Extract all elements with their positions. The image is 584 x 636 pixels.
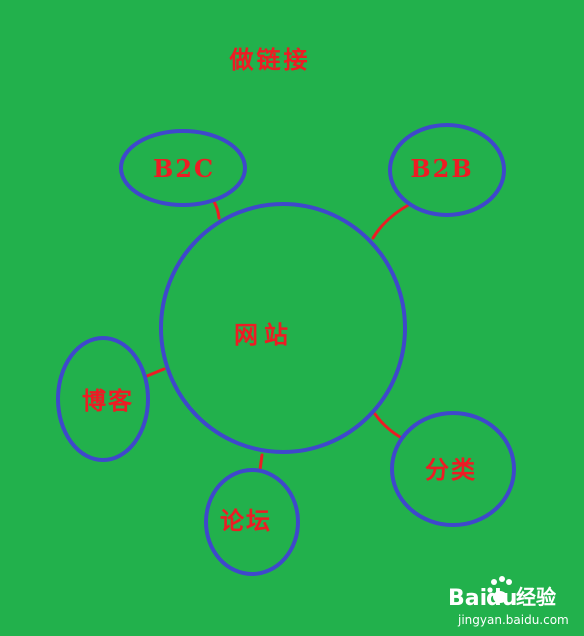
connector-category bbox=[373, 412, 402, 439]
node-blog-ellipse bbox=[56, 336, 150, 462]
hub-label: 网站 bbox=[234, 320, 294, 349]
node-blog-label: 博客 bbox=[82, 386, 134, 415]
watermark-brand-suffix: du bbox=[486, 586, 517, 611]
connector-forum bbox=[258, 453, 264, 472]
connector-blog bbox=[145, 367, 166, 378]
watermark-brand-cn: 经验 bbox=[516, 585, 556, 609]
node-forum-label: 论坛 bbox=[220, 506, 272, 535]
node-category-label: 分类 bbox=[425, 455, 477, 484]
node-b2b-label: B2B bbox=[410, 154, 473, 183]
watermark-url: jingyan.baidu.com bbox=[457, 613, 569, 627]
connector-b2c bbox=[211, 198, 221, 220]
node-category-ellipse bbox=[390, 411, 516, 527]
node-b2c-label: B2C bbox=[153, 154, 215, 183]
node-b2b-ellipse bbox=[388, 123, 506, 217]
diagram-title: 做链接 bbox=[229, 45, 311, 74]
node-forum-ellipse bbox=[204, 468, 300, 576]
hub-ellipse bbox=[159, 202, 407, 454]
node-b2c-ellipse bbox=[119, 129, 247, 207]
connector-b2b bbox=[371, 202, 412, 240]
baidu-watermark: Bai du 经验 jingyan.baidu.com bbox=[448, 576, 569, 627]
watermark-brand-prefix: Bai bbox=[448, 586, 487, 611]
paw-icon bbox=[487, 576, 512, 603]
